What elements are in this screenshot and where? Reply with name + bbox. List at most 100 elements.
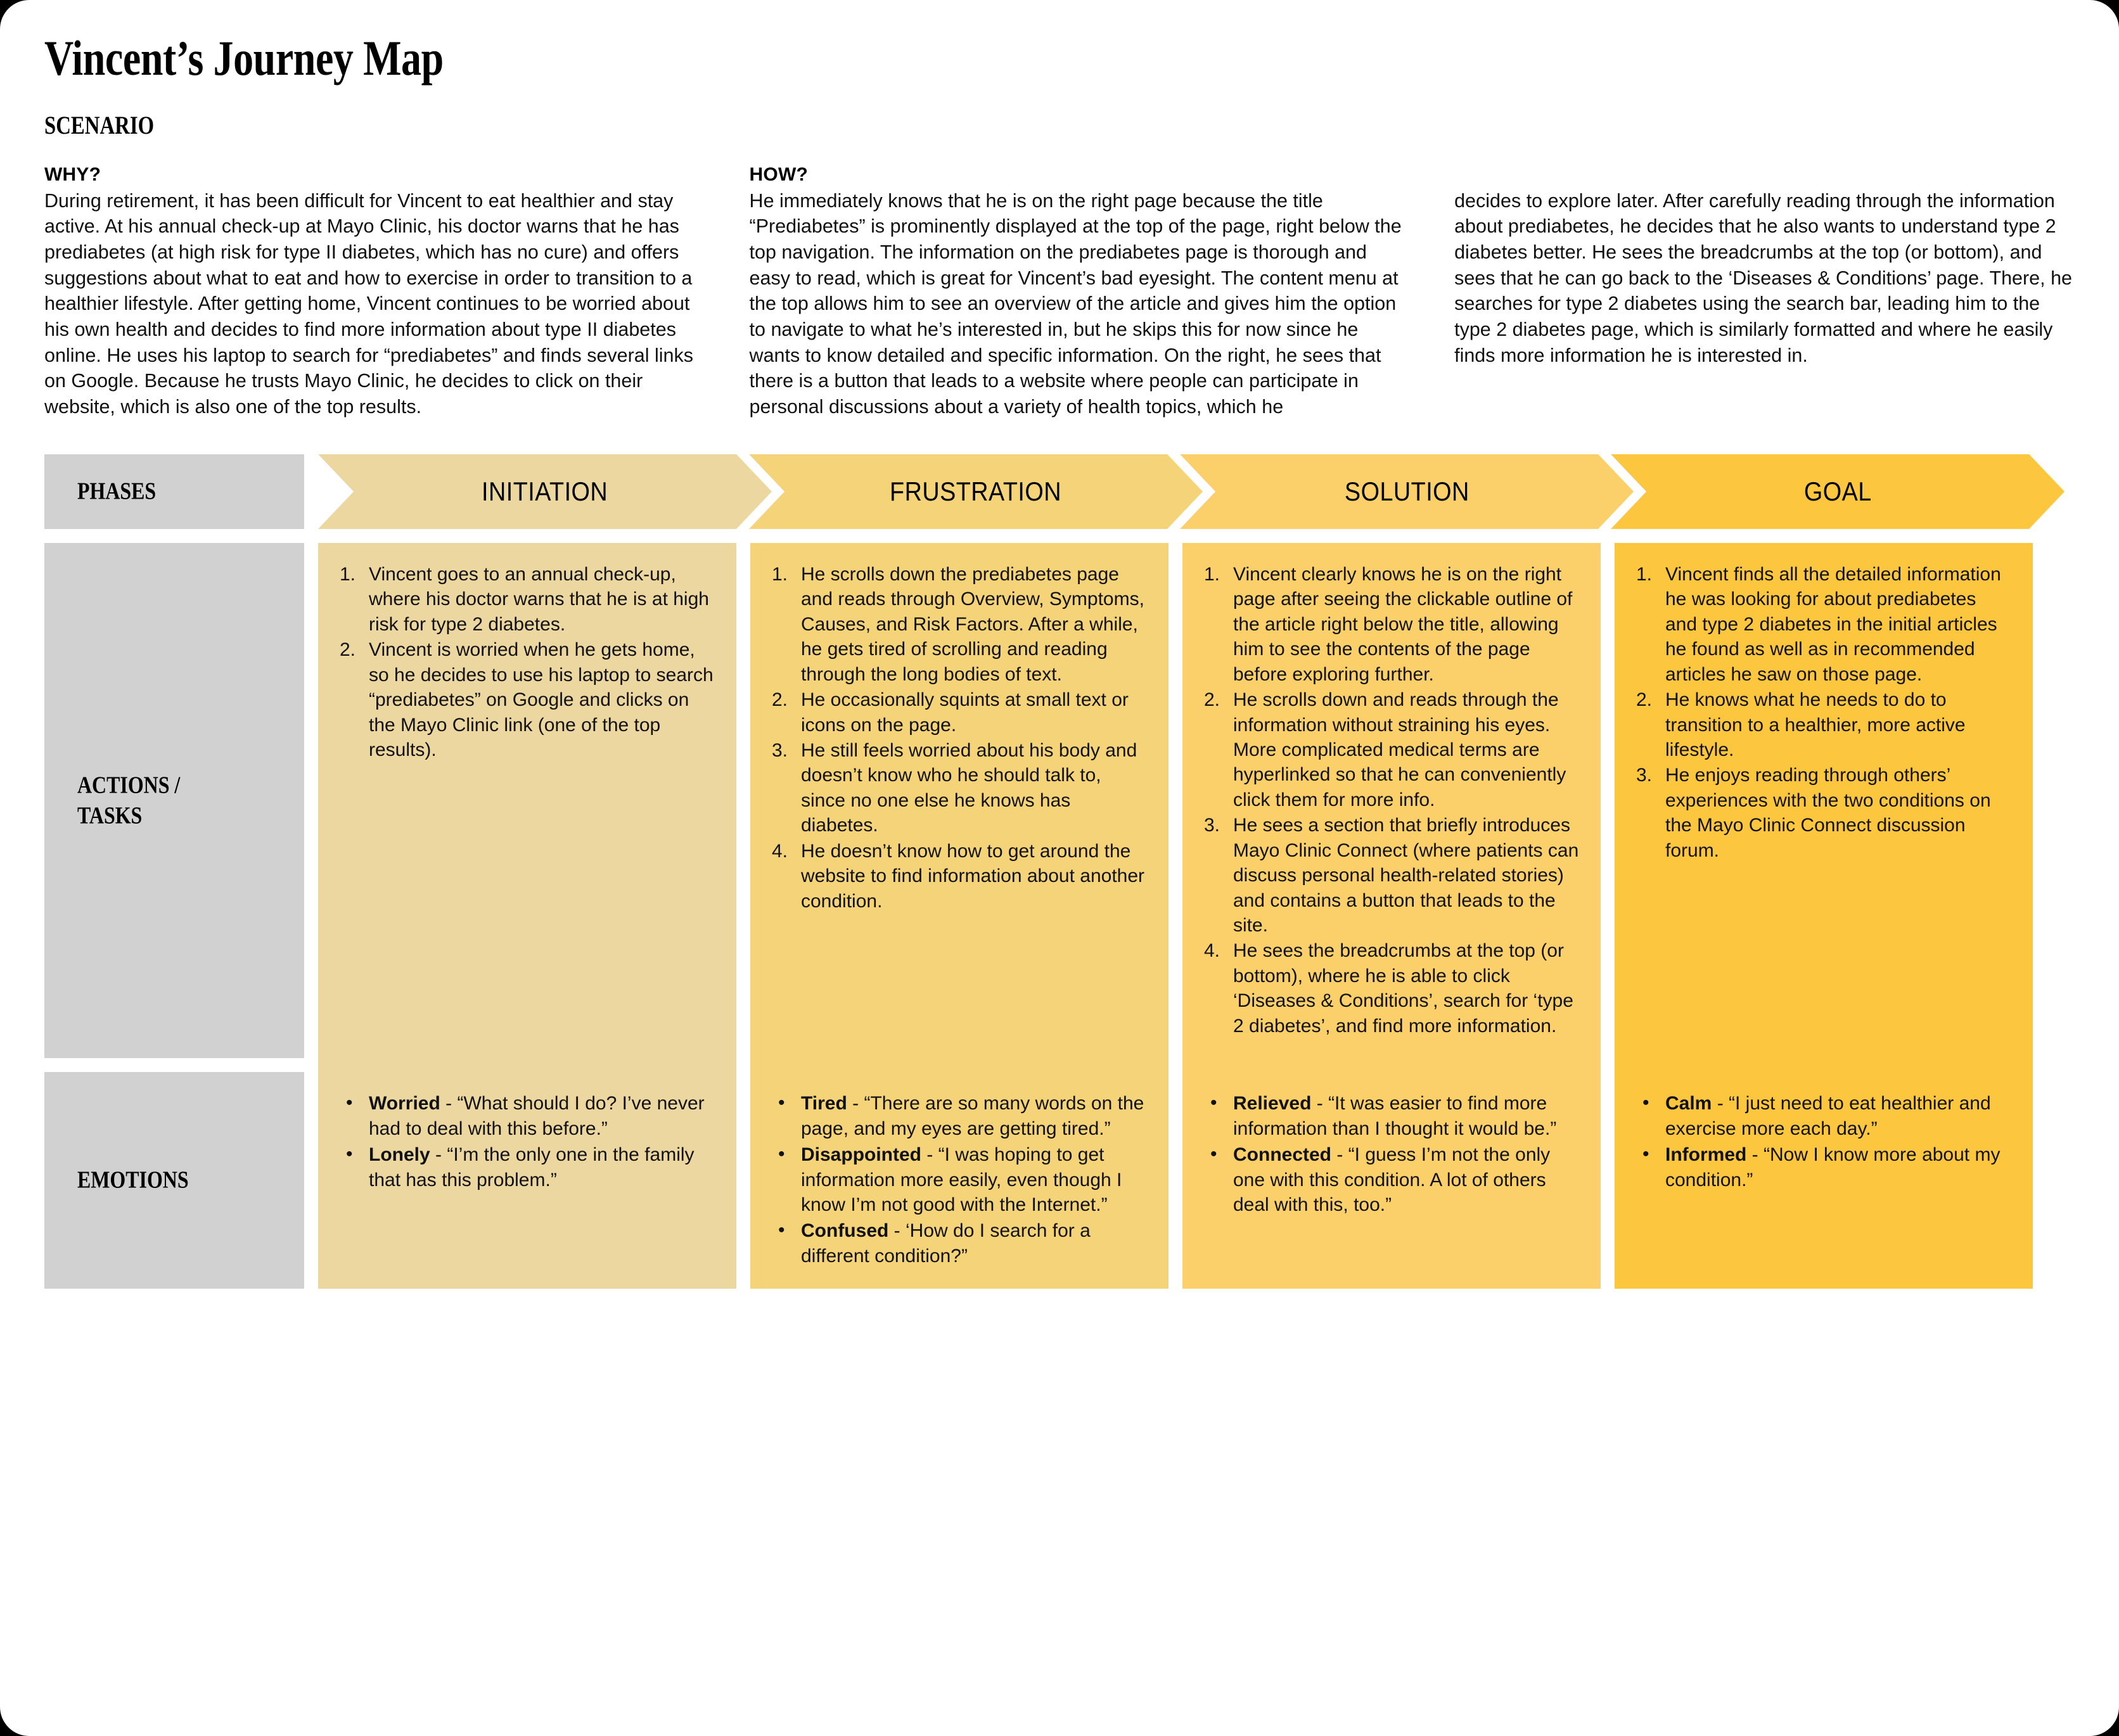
how-heading: HOW? <box>749 163 808 185</box>
how-body: He immediately knows that he is on the r… <box>749 189 1402 418</box>
list-item: •Tired - “There are so many words on the… <box>767 1091 1147 1141</box>
how-column: HOW? He immediately knows that he is on … <box>750 164 1455 420</box>
chevron-shape <box>1180 454 1634 529</box>
phases-label: PHASES <box>77 478 157 505</box>
emotions-list: •Worried - “What should I do? I’ve never… <box>335 1091 715 1192</box>
bullet-icon: • <box>1642 1092 1649 1114</box>
emotion-name: Lonely <box>369 1144 430 1166</box>
list-number: 4. <box>1204 940 1220 962</box>
bullet-icon: • <box>778 1092 785 1114</box>
emotions-cell-initiation: •Worried - “What should I do? I’ve never… <box>318 1072 736 1289</box>
phase-chevron-frustration: FRUSTRATION <box>749 454 1203 529</box>
list-number: 2. <box>340 639 356 661</box>
row-gap <box>44 1058 2075 1073</box>
list-item: •Lonely - “I’m the only one in the famil… <box>335 1142 715 1192</box>
phases-row: PHASES INITIATION FRUSTRATION SOLUTION GOAL <box>44 454 2075 529</box>
list-number: 1. <box>340 563 356 585</box>
grid-gap <box>304 454 318 529</box>
list-item: •Calm - “I just need to eat healthier an… <box>1631 1091 2011 1141</box>
column-gap <box>1601 543 1615 1058</box>
emotion-name: Worried <box>369 1093 440 1114</box>
column-gap <box>736 1072 750 1289</box>
actions-list: 1.He scrolls down the prediabetes page a… <box>767 562 1147 914</box>
scenario-label: SCENARIO <box>44 110 155 139</box>
emotions-track: •Worried - “What should I do? I’ve never… <box>318 1072 2075 1289</box>
emotions-cell-goal: •Calm - “I just need to eat healthier an… <box>1615 1072 2033 1289</box>
emotion-name: Informed <box>1665 1144 1747 1166</box>
bottom-padding <box>44 1289 2075 1314</box>
column-gap <box>736 1058 750 1072</box>
header: Vincent’s Journey Map SCENARIO WHY? Duri… <box>0 0 2119 420</box>
actions-list: 1.Vincent clearly knows he is on the rig… <box>1199 562 1579 1038</box>
emotion-name: Tired <box>801 1093 847 1114</box>
phase-label: FRUSTRATION <box>890 476 1062 506</box>
list-item: •Relieved - “It was easier to find more … <box>1199 1091 1579 1141</box>
list-item: •Connected - “I guess I’m not the only o… <box>1199 1142 1579 1217</box>
gap-spacer <box>44 1058 318 1072</box>
column-gap <box>1601 1058 1615 1072</box>
chevron-shape <box>749 454 1203 529</box>
column-gap <box>1168 1058 1182 1072</box>
phase-label: GOAL <box>1803 476 1872 506</box>
actions-cell-goal: 1.Vincent finds all the detailed informa… <box>1615 542 2033 1059</box>
how-body-continued: decides to explore later. After carefull… <box>1454 189 2073 366</box>
phase-chevron-solution: SOLUTION <box>1180 454 1634 529</box>
why-heading: WHY? <box>44 163 101 185</box>
bullet-icon: • <box>1642 1144 1649 1165</box>
column-gap <box>1168 543 1182 1058</box>
list-item: 3.He still feels worried about his body … <box>767 738 1147 838</box>
list-item: 3.He sees a section that briefly introdu… <box>1199 813 1579 938</box>
emotions-list: •Calm - “I just need to eat healthier an… <box>1631 1091 2011 1192</box>
chevron-shape <box>318 454 772 529</box>
actions-cell-solution: 1.Vincent clearly knows he is on the rig… <box>1182 542 1601 1059</box>
column-gap <box>1601 1072 1615 1289</box>
phases-label-cell: PHASES <box>44 454 304 529</box>
actions-track: 1.Vincent goes to an annual check-up, wh… <box>318 542 2075 1059</box>
emotion-name: Disappointed <box>801 1144 922 1166</box>
emotion-name: Connected <box>1233 1144 1332 1166</box>
list-number: 2. <box>772 689 788 711</box>
actions-label-cell: ACTIONS / TASKS <box>44 542 304 1059</box>
bullet-icon: • <box>778 1144 785 1165</box>
list-number: 2. <box>1204 689 1220 711</box>
list-item: •Worried - “What should I do? I’ve never… <box>335 1091 715 1141</box>
journey-grid: PHASES INITIATION FRUSTRATION SOLUTION GOAL… <box>44 454 2075 1314</box>
phase-label: SOLUTION <box>1344 476 1469 506</box>
list-item: 2.He occasionally squints at small text … <box>767 687 1147 737</box>
row-gap <box>44 529 2075 543</box>
list-item: 2.He knows what he needs to do to transi… <box>1631 687 2011 762</box>
list-number: 3. <box>1636 765 1653 786</box>
page-title: Vincent’s Journey Map <box>44 30 444 86</box>
list-item: 3.He enjoys reading through others’ expe… <box>1631 763 2011 863</box>
list-item: 1.He scrolls down the prediabetes page a… <box>767 562 1147 687</box>
emotions-cell-frustration: •Tired - “There are so many words on the… <box>750 1072 1168 1289</box>
column-continuation <box>1615 1058 2033 1073</box>
how-column-continued: decides to explore later. After carefull… <box>1454 164 2075 420</box>
list-number: 1. <box>772 563 788 585</box>
actions-cell-frustration: 1.He scrolls down the prediabetes page a… <box>750 542 1168 1059</box>
column-continuation <box>1182 1058 1601 1073</box>
list-number: 4. <box>772 840 788 862</box>
list-item: 4.He doesn’t know how to get around the … <box>767 839 1147 914</box>
list-number: 1. <box>1636 563 1653 585</box>
emotions-label: EMOTIONS <box>77 1166 189 1194</box>
emotions-list: •Tired - “There are so many words on the… <box>767 1091 1147 1268</box>
why-column: WHY? During retirement, it has been diff… <box>44 164 750 420</box>
actions-list: 1.Vincent goes to an annual check-up, wh… <box>335 562 715 763</box>
list-item: 1.Vincent clearly knows he is on the rig… <box>1199 562 1579 687</box>
column-continuation <box>750 1058 1168 1073</box>
list-item: 2.Vincent is worried when he gets home, … <box>335 637 715 762</box>
column-gap <box>736 543 750 1058</box>
list-item: 1.Vincent goes to an annual check-up, wh… <box>335 562 715 637</box>
scenario-columns: WHY? During retirement, it has been diff… <box>44 164 2075 420</box>
chevron-shape <box>1611 454 2065 529</box>
phases-track: INITIATION FRUSTRATION SOLUTION GOAL <box>318 454 2075 529</box>
emotion-name: Calm <box>1665 1093 1712 1114</box>
list-item: 2.He scrolls down and reads through the … <box>1199 687 1579 812</box>
why-body: During retirement, it has been difficult… <box>44 189 693 418</box>
bullet-icon: • <box>1210 1092 1217 1114</box>
phase-chevron-initiation: INITIATION <box>318 454 772 529</box>
emotions-cell-solution: •Relieved - “It was easier to find more … <box>1182 1072 1601 1289</box>
actions-list: 1.Vincent finds all the detailed informa… <box>1631 562 2011 863</box>
